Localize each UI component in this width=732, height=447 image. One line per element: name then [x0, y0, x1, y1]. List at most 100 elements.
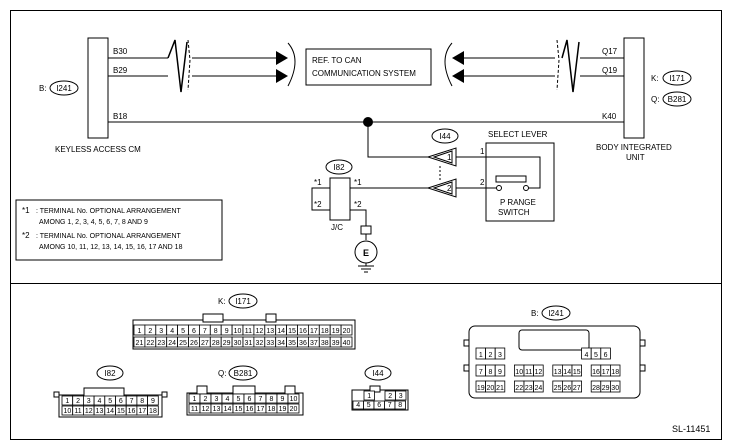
- i171-pin-number: 22: [146, 340, 154, 347]
- i171-tag-text: I171: [235, 297, 251, 306]
- i44-pin-number: 8: [398, 402, 402, 409]
- connector-tag-b281-top-text: B281: [668, 95, 687, 104]
- select-lever-term-2: 2: [480, 178, 485, 187]
- jc-star2-left: *2: [314, 200, 322, 209]
- b281-pin-number: 14: [224, 406, 232, 413]
- connector-tag-i241-top: [49, 80, 79, 96]
- i241-pin-number: 28: [592, 385, 600, 392]
- i241-pin-number: 17: [602, 369, 610, 376]
- pin-b18: B18: [113, 112, 128, 121]
- connector-tag-b281-top: [662, 91, 692, 107]
- i241-pin-number: 23: [525, 385, 533, 392]
- i171-pin-number: 33: [266, 340, 274, 347]
- b281-pin-number: 5: [237, 396, 241, 403]
- b281-tag-text: B281: [234, 369, 253, 378]
- i171-pin-number: 13: [266, 328, 274, 335]
- b281-cell: [287, 393, 300, 404]
- i171-pin-number: 3: [159, 328, 163, 335]
- i44-cell: [363, 390, 375, 401]
- i241-cell: [610, 364, 621, 377]
- i171-pin-number: 19: [332, 328, 340, 335]
- jc-star1-right: *1: [354, 178, 362, 187]
- i241-pin-number: 10: [515, 369, 523, 376]
- i82-pin-number: 17: [138, 408, 146, 415]
- i82-pin-number: 3: [87, 398, 91, 405]
- connector-tag-i171-top: [662, 70, 692, 86]
- i171-pin-number: 6: [192, 328, 196, 335]
- i241-pin-number: 9: [498, 369, 502, 376]
- i171-pin-number: 36: [299, 340, 307, 347]
- i44-pin-number: 3: [399, 393, 403, 400]
- pin-q17: Q17: [602, 47, 618, 56]
- note-1-mark: *1: [22, 206, 30, 215]
- b281-pin-number: 17: [257, 406, 265, 413]
- b281-pin-number: 10: [290, 396, 298, 403]
- i171-pin-number: 1: [137, 328, 141, 335]
- can-arrow-right-1: [276, 51, 288, 65]
- i82-pin-number: 6: [119, 398, 123, 405]
- i171-pin-number: 40: [343, 340, 351, 347]
- keyless-access-cm-label: KEYLESS ACCESS CM: [55, 145, 141, 154]
- i171-pin-number: 15: [288, 328, 296, 335]
- b281-pin-number: 18: [268, 406, 276, 413]
- i171-pin-number: 26: [190, 340, 198, 347]
- b281-pin-number: 19: [279, 406, 287, 413]
- i44-pin-number: 5: [367, 402, 371, 409]
- b281-pin-number: 4: [226, 396, 230, 403]
- i82-pin-number: 7: [130, 398, 134, 405]
- i171-pin-number: 24: [168, 340, 176, 347]
- notes-box: [15, 199, 223, 261]
- note-1-line1: : TERMINAL No. OPTIONAL ARRANGEMENT: [36, 208, 182, 215]
- i82-tag: [96, 365, 124, 381]
- i241-pin-number: 21: [496, 385, 504, 392]
- i44-tag-text: I44: [372, 369, 384, 378]
- can-reference-line1: REF. TO CAN: [312, 56, 362, 65]
- i241-pin-number: 5: [594, 352, 598, 359]
- body-integrated-unit-box: [623, 37, 645, 139]
- i82-pin-number: 11: [74, 408, 81, 415]
- i44-pin-1: 1: [447, 153, 452, 162]
- b281-tag: [228, 365, 258, 381]
- i171-pin-number: 34: [277, 340, 285, 347]
- i241-cell: [494, 364, 506, 377]
- i82-pin-number: 8: [140, 398, 144, 405]
- i241-pin-number: 13: [554, 369, 562, 376]
- i241-pin-number: 20: [487, 385, 495, 392]
- i171-pin-number: 2: [148, 328, 152, 335]
- i241-pin-number: 12: [535, 369, 543, 376]
- b281-pin-number: 13: [213, 406, 221, 413]
- select-lever-wiring: [456, 156, 541, 191]
- can-arrow-left-1: [452, 51, 464, 65]
- i241-cell: [533, 364, 544, 377]
- i82-pin-number: 13: [96, 408, 104, 415]
- b281-pin-number: 11: [191, 406, 198, 413]
- i241-housing: [463, 325, 646, 399]
- i241-pin-number: 18: [611, 369, 619, 376]
- pin-b29: B29: [113, 66, 128, 75]
- p-range-switch-line2: SWITCH: [498, 208, 530, 217]
- i82-pin-number: 10: [63, 408, 71, 415]
- keyless-access-cm-box: [87, 37, 109, 139]
- select-lever-title: SELECT LEVER: [488, 130, 548, 139]
- can-wires-left: [108, 39, 296, 93]
- i82-pin-number: 14: [106, 408, 114, 415]
- jc-label: J/C: [331, 223, 343, 232]
- i171-pin-number: 16: [299, 328, 307, 335]
- i171-pin-number: 30: [234, 340, 242, 347]
- p-range-switch-line1: P RANGE: [500, 198, 536, 207]
- i171-pin-number: 11: [245, 328, 252, 335]
- i171-tag: [228, 293, 258, 309]
- figure-id: SL-11451: [672, 424, 710, 434]
- b281-pin-number: 16: [246, 406, 254, 413]
- i171-pin-number: 28: [212, 340, 220, 347]
- i171-pin-number: 37: [310, 340, 318, 347]
- i171-pin-number: 14: [277, 328, 285, 335]
- b281-pin-number: 12: [202, 406, 210, 413]
- i82-tag-text: I82: [104, 369, 116, 378]
- b281-prefix: Q:: [218, 369, 226, 378]
- connector-tag-i82-top: [325, 159, 353, 175]
- i44-cell: [395, 390, 407, 401]
- i44-pin-number: 7: [388, 402, 392, 409]
